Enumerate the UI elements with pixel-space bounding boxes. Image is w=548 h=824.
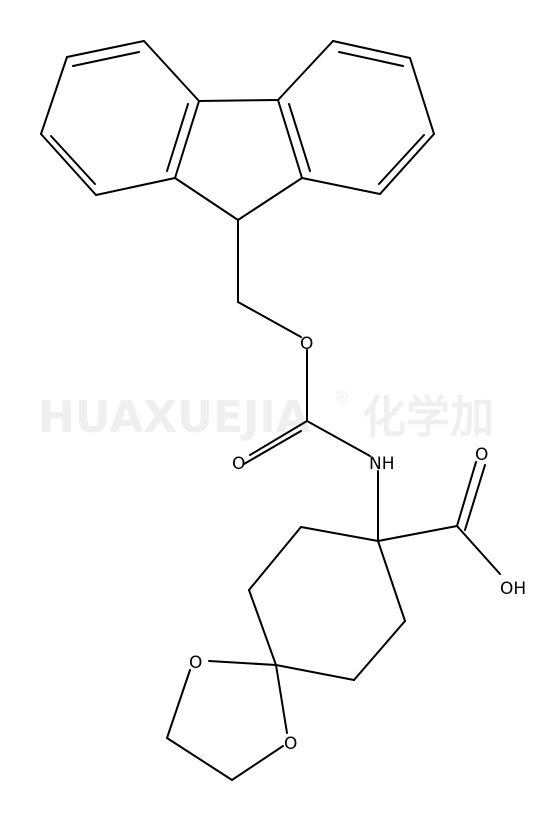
acid-carbonyl-oxygen-label: O	[475, 445, 488, 465]
carbonyl-oxygen-label: O	[232, 454, 245, 474]
hydroxyl-label: OH	[500, 579, 526, 599]
nh-label: NH	[369, 454, 395, 474]
fluorene-right-ring	[277, 40, 435, 195]
atom-labels: O O NH O OH O O	[189, 334, 526, 754]
watermark-chinese-text: 化学加	[362, 392, 494, 443]
dioxolane-ring	[166, 660, 288, 781]
fluorene-five-ring	[174, 99, 303, 221]
watermark-text: HUAXUEJIA	[38, 392, 310, 443]
ketal-oxygen-upper-label: O	[189, 653, 202, 673]
carbamate-linker	[237, 219, 371, 465]
carboxylic-acid	[377, 461, 501, 575]
fluorene-left-ring	[40, 40, 200, 196]
cyclohexane-ring	[248, 526, 406, 681]
ketal-oxygen-lower-label: O	[284, 734, 297, 754]
watermark: HUAXUEJIA ® 化学加	[38, 387, 494, 443]
watermark-registered-mark: ®	[334, 387, 350, 406]
ether-oxygen-label: O	[300, 334, 313, 354]
